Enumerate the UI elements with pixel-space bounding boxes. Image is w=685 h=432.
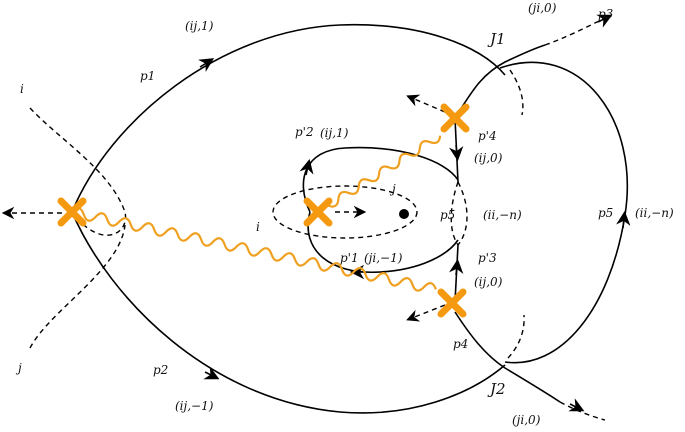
left-dashed-top	[29, 107, 127, 236]
label-ij-1-top: (ij,1)	[185, 19, 214, 33]
outer-loop-top	[71, 23, 506, 213]
label-ji-neg1: (ji,−1)	[364, 251, 403, 265]
label-p2-prime: p'2	[295, 125, 314, 139]
marker-center	[303, 197, 333, 227]
arrow-j1-marker	[406, 94, 446, 113]
label-ij-0-lower: (ij,0)	[474, 275, 503, 289]
label-ij-neg1: (ij,−1)	[175, 399, 214, 413]
marker-top	[440, 103, 470, 133]
inner-dashed-ellipse	[272, 185, 418, 239]
label-J2: J2	[487, 380, 506, 398]
arrow-j2-marker	[406, 304, 446, 322]
label-p3-prime: p'3	[478, 251, 497, 265]
arrow-p3-prime	[449, 258, 464, 276]
label-p5-inner: p5	[440, 208, 455, 222]
label-ji-0-top: (ji,0)	[528, 1, 557, 15]
label-J1: J1	[487, 30, 506, 48]
outer-loop-bottom	[71, 211, 506, 414]
j-point	[399, 209, 409, 219]
label-ii-neg-n-right: (ii,−n)	[635, 206, 674, 220]
label-p1-prime: p'1	[340, 251, 359, 265]
label-p1: p1	[140, 69, 155, 83]
label-p5-right: p5	[598, 206, 613, 220]
inner-loop-top	[302, 146, 459, 213]
label-i-inner: i	[256, 220, 260, 234]
marker-left	[57, 197, 87, 227]
marker-bottom	[437, 288, 467, 318]
j2-strand	[454, 311, 561, 403]
arrow-ji0-bottom	[568, 398, 585, 412]
label-p2: p2	[153, 363, 168, 377]
inner-loop-bottom	[307, 211, 459, 273]
j1-dash-down	[509, 69, 524, 116]
label-p3: p3	[598, 7, 614, 21]
j1-strand	[454, 44, 546, 119]
label-ji-0-bottom: (ji,0)	[512, 413, 541, 427]
label-ii-neg-n-inner: (ii,−n)	[483, 208, 522, 222]
middle-strand-dashed	[457, 181, 468, 246]
arrow-p2	[203, 366, 220, 380]
arrow-p3	[596, 14, 613, 28]
label-ij-1-inner: (ij,1)	[320, 126, 349, 140]
wavy-line-inner	[316, 135, 442, 213]
label-j-left: j	[15, 361, 22, 375]
label-j-inner: j	[389, 182, 396, 196]
arrow-p4-prime	[449, 144, 464, 162]
j2-dashed	[559, 401, 606, 421]
label-i-left: i	[20, 82, 24, 96]
arrow-p1	[198, 58, 215, 72]
left-dashed-bottom	[29, 224, 126, 349]
label-p4-prime: p'4	[478, 129, 497, 143]
label-ij-0-upper: (ij,0)	[474, 151, 503, 165]
j1-dashed	[544, 17, 606, 46]
arrow-p5-right	[616, 210, 631, 229]
arrow-p2-prime	[299, 158, 314, 176]
j2-dash-up	[507, 314, 525, 359]
wavy-line-long	[71, 207, 437, 292]
label-p4: p4	[453, 337, 468, 351]
